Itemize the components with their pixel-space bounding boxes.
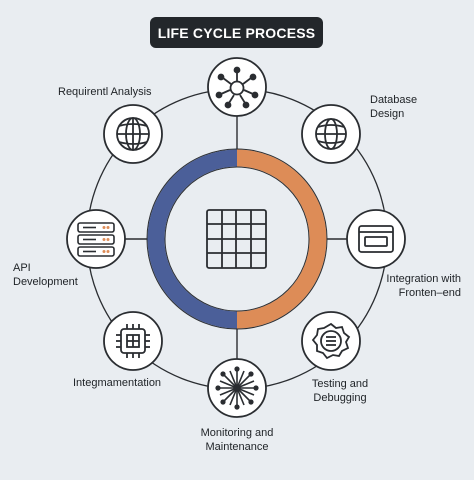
node-requirement — [103, 104, 163, 164]
label-integration: Integration with Fronten–end — [386, 272, 461, 300]
ring-outer-line — [146, 148, 328, 330]
diagram-title: LIFE CYCLE PROCESS — [157, 24, 316, 41]
label-line: API — [13, 262, 31, 274]
node-top — [207, 57, 267, 117]
label-line: Testing and — [311, 378, 369, 390]
node-testing — [301, 311, 361, 371]
starburst-icon — [215, 366, 259, 410]
browser-window-icon — [358, 225, 394, 253]
label-line: Monitoring and — [200, 427, 274, 439]
label-testing: Testing and Debugging — [300, 377, 380, 405]
ring-right-half — [236, 149, 327, 329]
label-line: Integmamentation — [73, 377, 162, 389]
node-api — [66, 209, 126, 269]
node-monitoring — [207, 358, 267, 418]
label-line: Requirentl Analysis — [58, 86, 152, 98]
node-integration — [346, 209, 406, 269]
network-hub-icon — [215, 66, 259, 109]
server-icon — [77, 222, 115, 257]
title-banner: LIFE CYCLE PROCESS — [150, 17, 323, 48]
globe-icon — [116, 117, 150, 151]
label-line: Fronten–end — [398, 287, 461, 299]
ring-inner-line — [164, 166, 310, 312]
label-line: Integration with — [386, 273, 461, 285]
globe-icon — [315, 118, 347, 150]
ring-left-half — [147, 149, 238, 329]
label-api: API Development — [13, 261, 78, 289]
node-implementation — [103, 311, 163, 371]
grid-icon — [206, 209, 267, 269]
label-line: Debugging — [313, 392, 367, 404]
chip-icon — [116, 324, 150, 358]
label-implementation: Integmamentation — [73, 376, 161, 390]
label-monitoring: Monitoring and Maintenance — [177, 426, 297, 454]
node-database — [301, 104, 361, 164]
label-line: Development — [13, 276, 78, 288]
document-badge-icon — [311, 322, 351, 360]
label-line: Database — [370, 94, 418, 106]
label-database: Database Design — [370, 93, 417, 121]
label-requirement: Requirentl Analysis — [58, 85, 152, 99]
label-line: Design — [370, 108, 405, 120]
label-line: Maintenance — [205, 441, 269, 453]
